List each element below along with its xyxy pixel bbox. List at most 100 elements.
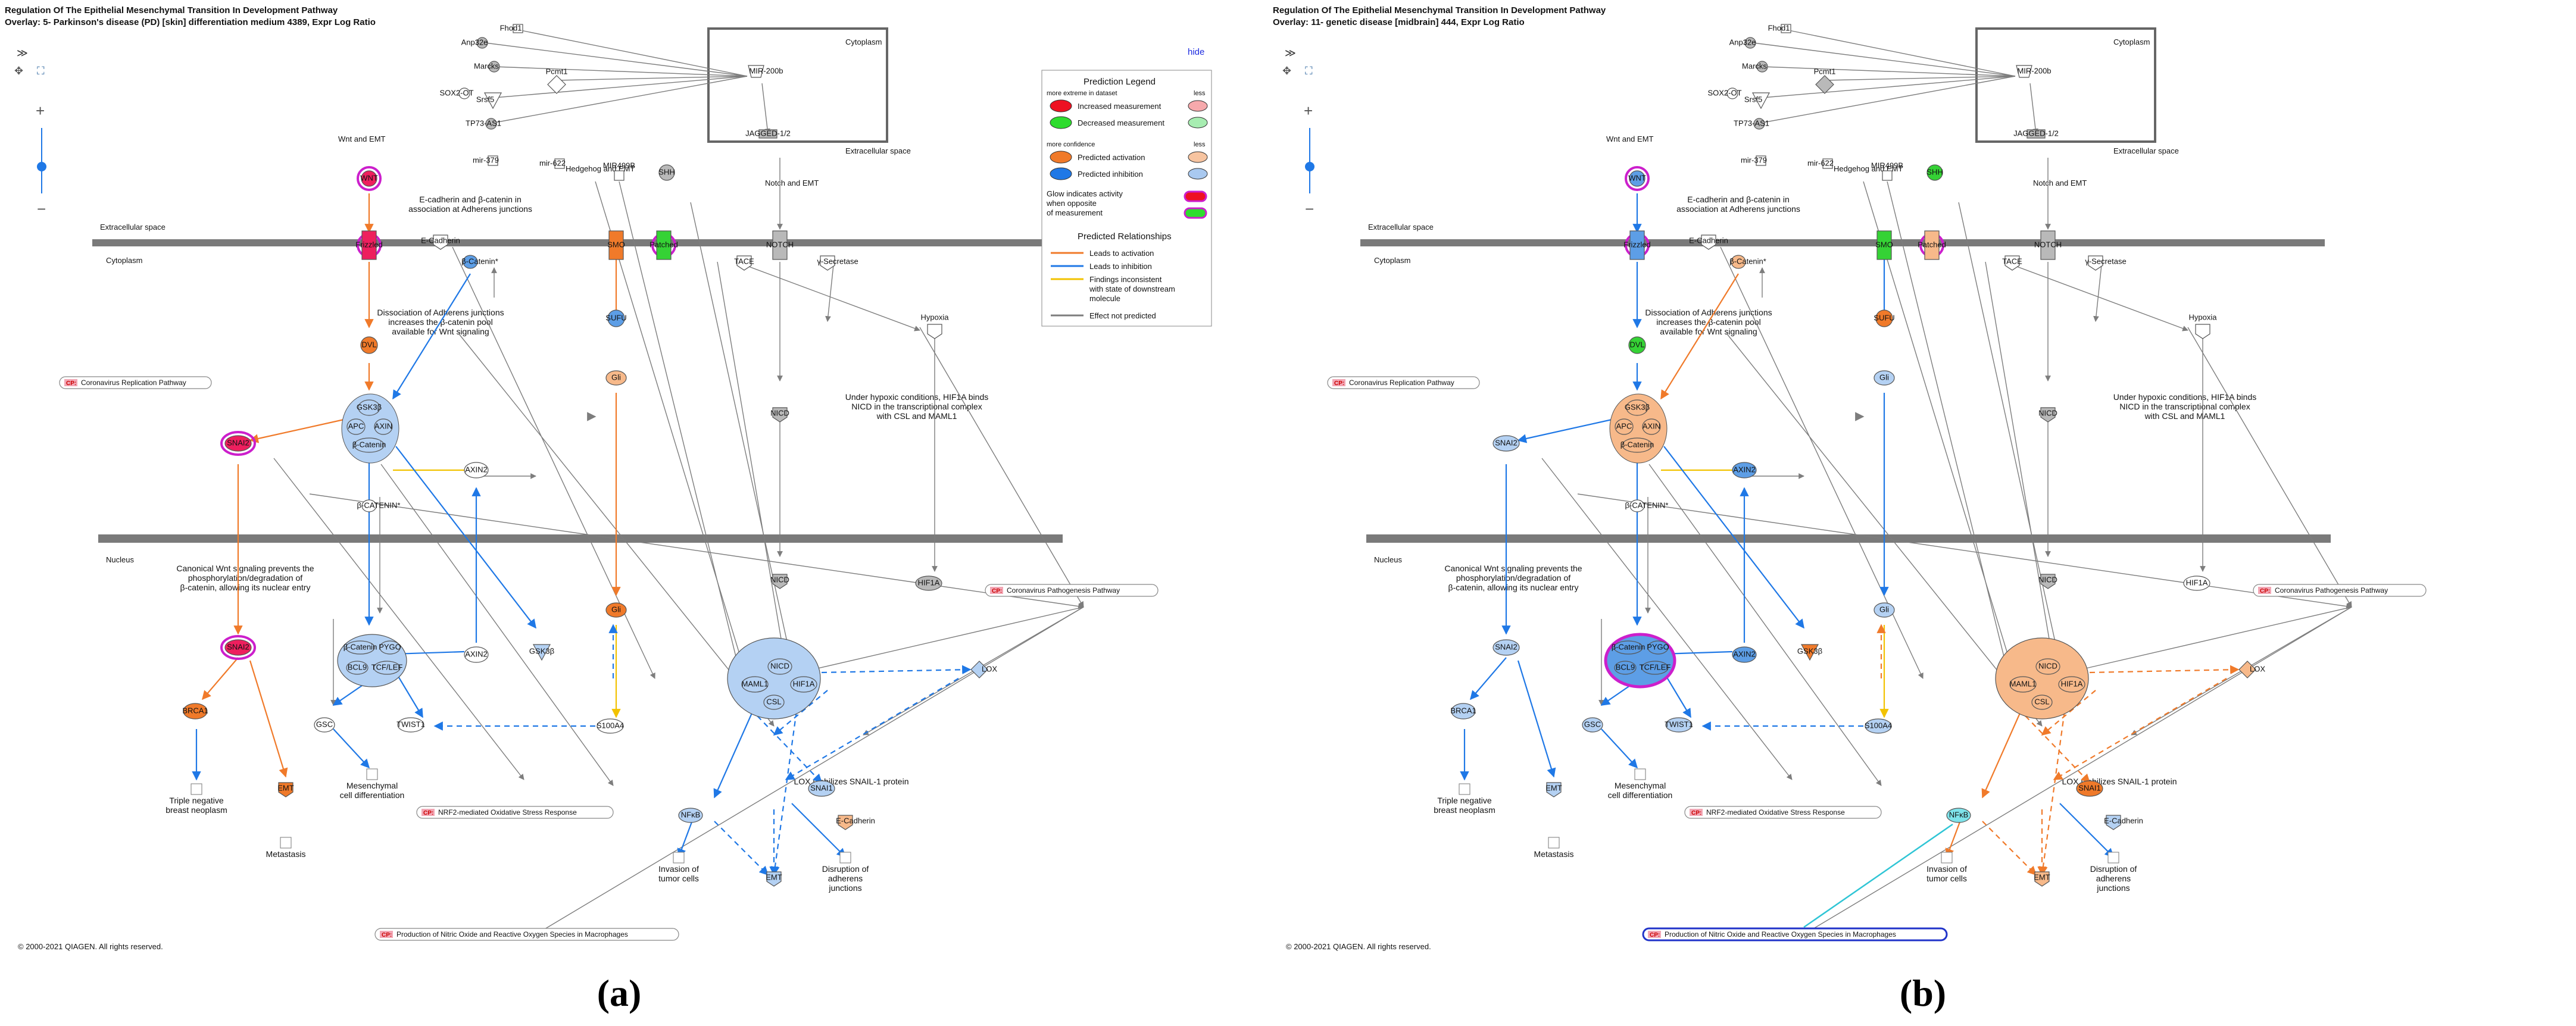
gene-node-gsc[interactable]: GSC bbox=[1582, 717, 1603, 733]
gene-node-axin2[interactable]: AXIN2 bbox=[464, 462, 489, 478]
gene-node-pcmt1[interactable]: Pcmt1 bbox=[546, 67, 568, 94]
gene-node-twist1[interactable]: TWIST1 bbox=[396, 717, 425, 733]
gene-node-anp32e[interactable]: Anp32e bbox=[1729, 37, 1756, 49]
gene-node-jagged[interactable]: JAGGED-1/2 bbox=[2013, 129, 2059, 139]
gene-node-emt[interactable]: EMT bbox=[2034, 871, 2050, 887]
gene-node-marcks[interactable]: Marcks bbox=[474, 61, 500, 73]
gene-node-tcflef[interactable]: TCF/LEF bbox=[371, 661, 403, 675]
gene-node-tcflef[interactable]: TCF/LEF bbox=[1640, 661, 1671, 675]
gene-node-mir499b[interactable]: MIR499B bbox=[603, 161, 635, 181]
zoom-controls[interactable]: ≫✥⛶+− bbox=[14, 47, 46, 218]
collapse-icon[interactable]: ≫ bbox=[17, 47, 28, 59]
gene-node-nicd[interactable]: NICD bbox=[770, 574, 789, 589]
gene-node-frizzled[interactable]: Frizzled bbox=[355, 230, 383, 260]
gene-node-bcl9[interactable]: BCL9 bbox=[346, 661, 369, 675]
gene-node-tp73as1[interactable]: TP73-AS1 bbox=[1734, 118, 1769, 130]
gene-node-dvl[interactable]: DVL bbox=[360, 336, 378, 354]
canonical-pathway-box[interactable]: CP:NRF2-mediated Oxidative Stress Respon… bbox=[1684, 806, 1882, 819]
gene-node-bcatenin[interactable]: β-Catenin bbox=[352, 437, 386, 453]
gene-node-hif1a[interactable]: HIF1A bbox=[915, 575, 942, 591]
gene-node-nicd[interactable]: NICD bbox=[2038, 407, 2057, 423]
gene-node-notch[interactable]: NOTCH bbox=[2034, 230, 2062, 260]
zoom-slider-thumb[interactable] bbox=[1305, 162, 1314, 171]
gene-node-axin[interactable]: AXIN bbox=[1642, 418, 1661, 435]
gene-node-mir200b[interactable]: MIR-200b bbox=[748, 65, 783, 78]
gene-node-nicd[interactable]: NICD bbox=[2038, 574, 2057, 589]
gene-node-csl[interactable]: CSL bbox=[2031, 695, 2053, 710]
gene-node-srsf5[interactable]: Srsf5 bbox=[1744, 92, 1771, 110]
canonical-pathway-box[interactable]: CP:Production of Nitric Oxide and Reacti… bbox=[1642, 927, 1948, 941]
gene-node-smo[interactable]: SMO bbox=[1875, 230, 1893, 260]
gene-node-gsk3b[interactable]: GSK3β bbox=[1625, 399, 1650, 416]
gene-node-patched[interactable]: Patched bbox=[1918, 230, 1946, 260]
gene-node-nicd[interactable]: NICD bbox=[767, 658, 792, 675]
gene-node-gsecretase[interactable]: γ-Secretase bbox=[817, 255, 858, 271]
gene-node-nfkb[interactable]: NFκB bbox=[678, 808, 703, 823]
gene-node-gsk3b[interactable]: GSK3β bbox=[1797, 644, 1822, 661]
gene-node-bcl9[interactable]: BCL9 bbox=[1614, 661, 1637, 675]
gene-node-nicd[interactable]: NICD bbox=[770, 407, 789, 423]
gene-node-smo[interactable]: SMO bbox=[607, 230, 625, 260]
gene-node-snai1[interactable]: SNAI1 bbox=[808, 780, 835, 797]
zoom-controls[interactable]: ≫✥⛶+− bbox=[1282, 47, 1314, 218]
gene-node-srsf5[interactable]: Srsf5 bbox=[476, 92, 502, 110]
gene-node-fhod1[interactable]: Fhod1 bbox=[1768, 23, 1791, 33]
canonical-pathway-box[interactable]: CP:Coronavirus Replication Pathway bbox=[1327, 376, 1480, 389]
gene-node-snai2[interactable]: SNAI2 bbox=[1492, 639, 1520, 656]
gene-node-hypoxia[interactable]: Hypoxia bbox=[2189, 312, 2218, 339]
gene-node-bcatenin[interactable]: β-Catenin bbox=[1612, 640, 1645, 655]
gene-node-emt[interactable]: EMT bbox=[766, 871, 782, 887]
gene-node-emt[interactable]: EMT bbox=[1545, 782, 1562, 797]
gene-node-gli[interactable]: Gli bbox=[1874, 370, 1895, 386]
gene-node-jagged[interactable]: JAGGED-1/2 bbox=[745, 129, 791, 139]
gene-node-brca1[interactable]: BRCA1 bbox=[182, 703, 208, 720]
gene-node-maml1[interactable]: MAML1 bbox=[2009, 676, 2037, 693]
gene-node-bcatenin[interactable]: β-Catenin bbox=[344, 640, 377, 655]
gene-node-shh[interactable]: SHH bbox=[658, 164, 675, 181]
gene-node-mir499b[interactable]: MIR499B bbox=[1871, 161, 1903, 181]
gene-node-hif1a[interactable]: HIF1A bbox=[790, 676, 817, 693]
zoom-slider-thumb[interactable] bbox=[37, 162, 46, 171]
canonical-pathway-box[interactable]: CP:Coronavirus Replication Pathway bbox=[59, 376, 212, 389]
canonical-pathway-box[interactable]: CP:Production of Nitric Oxide and Reacti… bbox=[374, 928, 679, 941]
gene-node-sox2ot[interactable]: SOX2-OT bbox=[439, 87, 474, 99]
pan-icon[interactable]: ✥ bbox=[14, 65, 23, 77]
gene-node-s100a4[interactable]: S100A4 bbox=[1865, 718, 1892, 734]
zoom-out-icon[interactable]: − bbox=[37, 200, 46, 218]
gene-node-emt[interactable]: EMT bbox=[277, 782, 294, 797]
gene-node-pygo[interactable]: PYGO bbox=[1647, 640, 1669, 655]
gene-node-hif1a[interactable]: HIF1A bbox=[2058, 676, 2085, 693]
gene-node-pcmt1[interactable]: Pcmt1 bbox=[1814, 67, 1836, 94]
gene-node-mir200b[interactable]: MIR-200b bbox=[2016, 65, 2052, 78]
gene-node-tp73as1[interactable]: TP73-AS1 bbox=[466, 118, 501, 130]
gene-node-apc[interactable]: APC bbox=[346, 418, 366, 435]
gene-node-pygo[interactable]: PYGO bbox=[379, 640, 401, 655]
gene-node-gli[interactable]: Gli bbox=[605, 602, 627, 618]
pan-icon[interactable]: ✥ bbox=[1282, 65, 1291, 77]
gene-node-snai2[interactable]: SNAI2 bbox=[220, 635, 256, 660]
gene-node-mir379[interactable]: mir-379 bbox=[473, 155, 499, 166]
gene-node-axin2[interactable]: AXIN2 bbox=[464, 646, 489, 663]
gene-node-hif1a[interactable]: HIF1A bbox=[2183, 575, 2210, 591]
gene-node-axin[interactable]: AXIN bbox=[374, 418, 393, 435]
gene-node-gli[interactable]: Gli bbox=[1874, 602, 1895, 618]
gene-node-gsecretase[interactable]: γ-Secretase bbox=[2085, 255, 2127, 271]
canonical-pathway-box[interactable]: CP:Coronavirus Pathogenesis Pathway bbox=[2253, 584, 2427, 597]
gene-node-brca1[interactable]: BRCA1 bbox=[1450, 703, 1476, 720]
gene-node-bcatenin_caps_star[interactable]: β-CATENIN* bbox=[357, 499, 401, 512]
gene-node-sufu[interactable]: SUFU bbox=[1874, 309, 1895, 327]
gene-node-notch[interactable]: NOTCH bbox=[766, 230, 794, 260]
gene-node-twist1[interactable]: TWIST1 bbox=[1665, 717, 1693, 733]
gene-node-apc[interactable]: APC bbox=[1615, 418, 1634, 435]
gene-node-wnt[interactable]: WNT bbox=[1625, 166, 1650, 191]
gene-node-maml1[interactable]: MAML1 bbox=[741, 676, 769, 693]
gene-node-wnt[interactable]: WNT bbox=[357, 166, 382, 191]
gene-node-bcatenin_caps_star[interactable]: β-CATENIN* bbox=[1625, 499, 1669, 512]
zoom-in-icon[interactable]: + bbox=[1304, 102, 1313, 120]
gene-node-bcatenin_star[interactable]: β-Catenin* bbox=[1729, 255, 1766, 269]
hide-legend-link[interactable]: hide bbox=[1188, 47, 1204, 57]
gene-node-fhod1[interactable]: Fhod1 bbox=[500, 23, 523, 33]
